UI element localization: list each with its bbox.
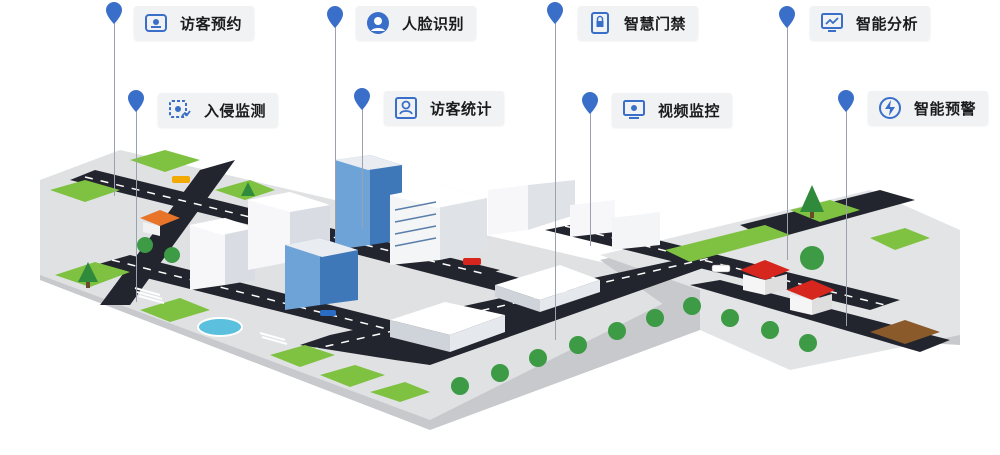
feature-label: 入侵监测 bbox=[204, 101, 267, 120]
pin-stem bbox=[362, 104, 363, 228]
feature-label: 人脸识别 bbox=[402, 14, 465, 33]
feature-label: 智能分析 bbox=[856, 14, 919, 33]
feature-tag-face-recognition[interactable]: 人脸识别 bbox=[356, 6, 477, 40]
feature-label: 访客预约 bbox=[180, 14, 243, 33]
feature-tag-visitor-booking[interactable]: 访客预约 bbox=[134, 6, 255, 40]
location-pin-icon bbox=[582, 92, 598, 114]
feature-tag-intrusion-detect[interactable]: 入侵监测 bbox=[158, 93, 279, 127]
pin-stem bbox=[846, 106, 847, 326]
pin-stem bbox=[136, 106, 137, 302]
location-pin-icon bbox=[354, 88, 370, 110]
buildings bbox=[140, 155, 940, 352]
vehicles bbox=[172, 176, 731, 316]
fountain bbox=[197, 317, 243, 337]
feature-tag-smart-analysis[interactable]: 智能分析 bbox=[810, 6, 931, 40]
lightning-circle-icon bbox=[879, 97, 901, 119]
feature-label: 智慧门禁 bbox=[624, 14, 687, 33]
location-pin-icon bbox=[106, 2, 122, 24]
crosswalks bbox=[134, 287, 288, 345]
pin-stem bbox=[114, 18, 115, 196]
feature-label: 智能预警 bbox=[914, 99, 977, 118]
id-card-icon bbox=[145, 14, 167, 32]
feature-tag-video-monitor[interactable]: 视频监控 bbox=[612, 93, 733, 127]
feature-label: 访客统计 bbox=[430, 99, 493, 118]
pin-stem bbox=[335, 22, 336, 232]
feature-tag-smart-access[interactable]: 智慧门禁 bbox=[578, 6, 699, 40]
grass-patches bbox=[50, 150, 930, 402]
pin-stem bbox=[555, 18, 556, 340]
pin-stem bbox=[590, 108, 591, 246]
trees bbox=[78, 182, 824, 395]
location-pin-icon bbox=[547, 2, 563, 24]
location-pin-icon bbox=[838, 90, 854, 112]
monitor-chart-icon bbox=[821, 13, 843, 32]
location-pin-icon bbox=[779, 6, 795, 28]
monitor-eye-icon bbox=[623, 100, 645, 119]
feature-tag-visitor-stats[interactable]: 访客统计 bbox=[384, 91, 505, 125]
person-frame-icon bbox=[395, 97, 417, 119]
sensor-icon bbox=[169, 100, 191, 118]
feature-tag-smart-warning[interactable]: 智能预警 bbox=[868, 91, 989, 125]
pin-stem bbox=[787, 22, 788, 260]
door-lock-icon bbox=[591, 12, 609, 34]
location-pin-icon bbox=[128, 90, 144, 112]
feature-label: 视频监控 bbox=[658, 101, 721, 120]
face-scan-icon bbox=[367, 12, 389, 34]
location-pin-icon bbox=[327, 6, 343, 28]
